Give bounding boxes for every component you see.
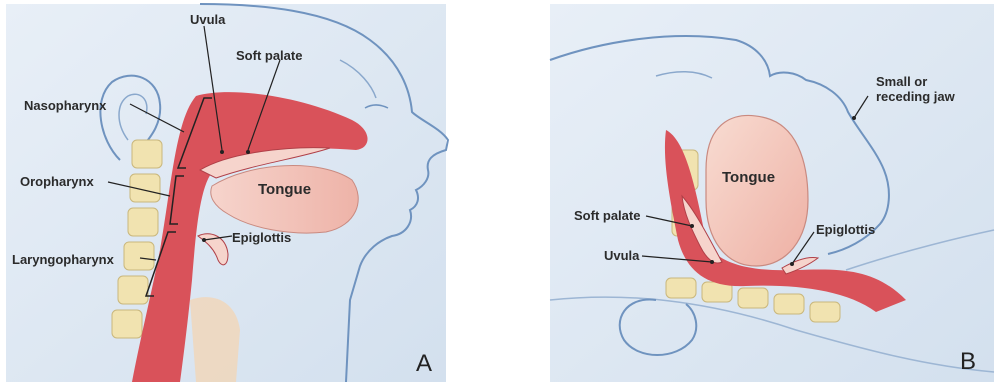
label-tongue: Tongue [258,182,311,197]
panel-b-sleep-airway: Small or receding jaw Tongue Soft palate… [546,0,998,385]
panel-a-illustration [0,0,452,385]
label-oropharynx: Oropharynx [20,174,94,189]
panel-a-awake-airway: Uvula Soft palate Nasopharynx Oropharynx… [0,0,452,385]
label-uvula: Uvula [190,12,225,27]
tongue [706,116,808,266]
panel-letter-a: A [416,350,432,378]
label-epiglottis: Epiglottis [816,222,875,237]
panel-b-illustration [546,0,998,385]
label-uvula: Uvula [604,248,639,263]
label-small-receding-jaw: Small or receding jaw [876,74,972,104]
panel-letter-b: B [960,348,976,376]
label-soft-palate: Soft palate [236,48,302,63]
label-epiglottis: Epiglottis [232,230,291,245]
label-tongue: Tongue [722,170,775,185]
label-laryngopharynx: Laryngopharynx [12,252,114,267]
label-soft-palate: Soft palate [574,208,640,223]
label-nasopharynx: Nasopharynx [24,98,106,113]
